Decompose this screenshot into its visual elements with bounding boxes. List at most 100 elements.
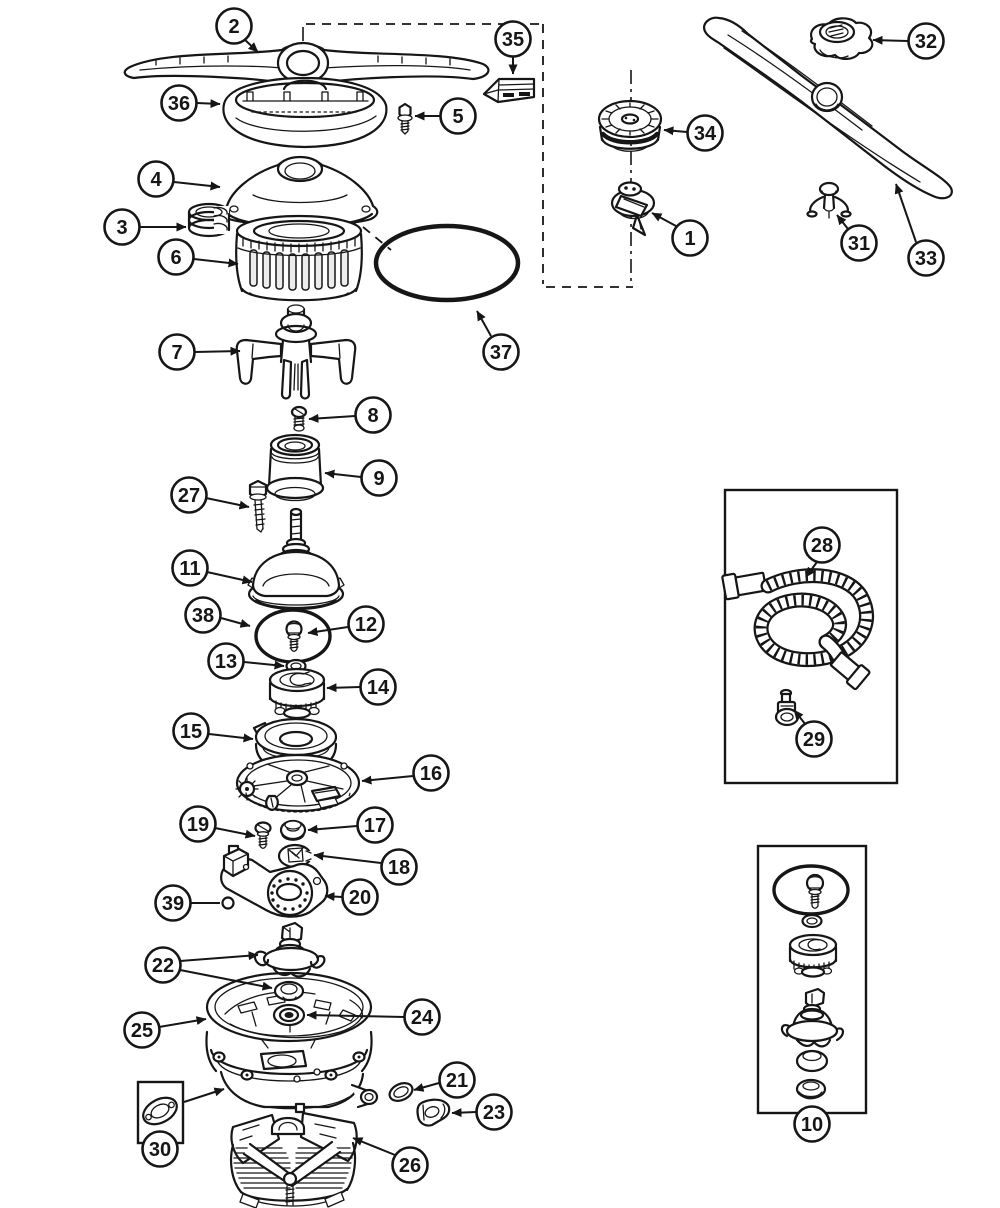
callout-circle: [403, 998, 441, 1036]
callout-circle: [482, 333, 520, 371]
callout-number: 13: [215, 651, 237, 673]
callout-number: 17: [364, 815, 386, 837]
part-bushing-drawing: [279, 819, 307, 841]
leader-line: [361, 775, 414, 785]
callout-circle: [907, 22, 945, 60]
callout-number: 28: [811, 535, 833, 557]
callout-29: 29: [793, 709, 833, 758]
callout-25: 25: [123, 1011, 207, 1049]
callout-36: 36: [160, 84, 221, 122]
leader-line: [208, 733, 254, 743]
callout-circle: [380, 848, 418, 886]
part-plate-screw-drawing: [254, 821, 272, 849]
leader-line: [214, 827, 256, 839]
callout-38: 38: [184, 596, 251, 634]
callout-circle: [160, 84, 198, 122]
callout-2: 2: [215, 7, 259, 53]
callout-number: 14: [367, 677, 390, 699]
leader-line: [196, 99, 221, 109]
leader-line: [243, 38, 259, 53]
callout-number: 32: [915, 31, 937, 53]
parts-artwork-layer: [123, 16, 953, 1208]
leader-line: [352, 1137, 396, 1156]
part-lower-spray-arm-drawing: [123, 41, 490, 88]
callout-number: 9: [373, 468, 384, 490]
part-impeller-screw-drawing: [285, 620, 303, 652]
callout-circle: [103, 208, 141, 246]
part-mounting-bolt-drawing: [248, 479, 268, 533]
callout-28: 28: [803, 526, 841, 578]
callout-number: 10: [801, 1114, 823, 1136]
callout-number: 29: [803, 729, 825, 751]
callout-number: 39: [162, 893, 184, 915]
part-small-clamp-drawing: [416, 1098, 451, 1127]
callout-circle: [359, 668, 397, 706]
callout-number: 12: [355, 614, 377, 636]
callout-number: 38: [192, 605, 214, 627]
callout-6: 6: [157, 238, 239, 276]
callout-3: 3: [103, 208, 187, 246]
callout-18: 18: [313, 848, 418, 886]
leader-line: [651, 212, 677, 227]
callout-circle: [137, 160, 175, 198]
callout-34: 34: [663, 114, 724, 152]
part-cover-seal-drawing: [187, 202, 231, 238]
callout-15: 15: [172, 712, 254, 750]
callout-number: 6: [170, 247, 181, 269]
callout-14: 14: [326, 668, 397, 706]
callout-number: 7: [171, 342, 182, 364]
callout-number: 25: [131, 1020, 153, 1042]
leader-line: [243, 660, 285, 670]
leader-line: [206, 571, 253, 585]
part-large-o-ring-drawing: [373, 223, 521, 303]
callout-circle: [439, 97, 477, 135]
callout-circle: [803, 526, 841, 564]
leader-line: [313, 851, 382, 864]
callout-circle: [494, 20, 532, 58]
leader-line: [805, 561, 818, 578]
leader-line: [894, 183, 917, 243]
callout-circle: [123, 1011, 161, 1049]
leader-line: [307, 824, 358, 834]
leader-line: [179, 951, 259, 962]
part-upper-clip-drawing: [806, 181, 852, 219]
callout-30: 30: [141, 1087, 225, 1168]
callout-number: 19: [187, 814, 209, 836]
part-impeller-kit-drawing: [772, 864, 850, 1100]
callout-23: 23: [451, 1093, 513, 1131]
callout-27: 27: [170, 476, 250, 514]
callout-circle: [356, 806, 394, 844]
callout-circle: [391, 1146, 429, 1184]
callout-number: 37: [490, 342, 512, 364]
leader-line: [205, 497, 250, 510]
callout-21: 21: [413, 1061, 476, 1099]
callout-circle: [347, 605, 385, 643]
part-spray-plate-drawing: [235, 753, 361, 813]
callout-number: 3: [116, 217, 127, 239]
callout-circle: [215, 7, 253, 45]
callout-number: 1: [684, 228, 695, 250]
callout-circle: [412, 754, 450, 792]
part-water-nozzle-drawing: [610, 181, 656, 237]
callout-number: 27: [178, 485, 200, 507]
callout-circle: [438, 1061, 476, 1099]
callout-circle: [144, 946, 182, 984]
callout-number: 11: [179, 558, 200, 580]
callout-circle: [907, 239, 945, 277]
leader-line: [324, 892, 343, 902]
callout-number: 35: [502, 29, 524, 51]
part-cap-nut-drawing: [809, 17, 874, 60]
callout-19: 19: [179, 805, 256, 843]
callout-circle: [671, 219, 709, 257]
callout-circle: [354, 396, 392, 434]
callout-number: 15: [180, 721, 202, 743]
callout-16: 16: [361, 754, 450, 792]
part-hose-clamp-drawing: [774, 688, 800, 727]
callout-35: 35: [494, 20, 532, 75]
part-macerator-bracket-drawing: [220, 844, 329, 918]
callout-33: 33: [894, 183, 945, 277]
part-spray-arm-support-drawing: [222, 76, 388, 149]
part-support-screw-drawing: [397, 102, 413, 135]
callout-circle: [171, 549, 209, 587]
callout-circle: [341, 878, 379, 916]
